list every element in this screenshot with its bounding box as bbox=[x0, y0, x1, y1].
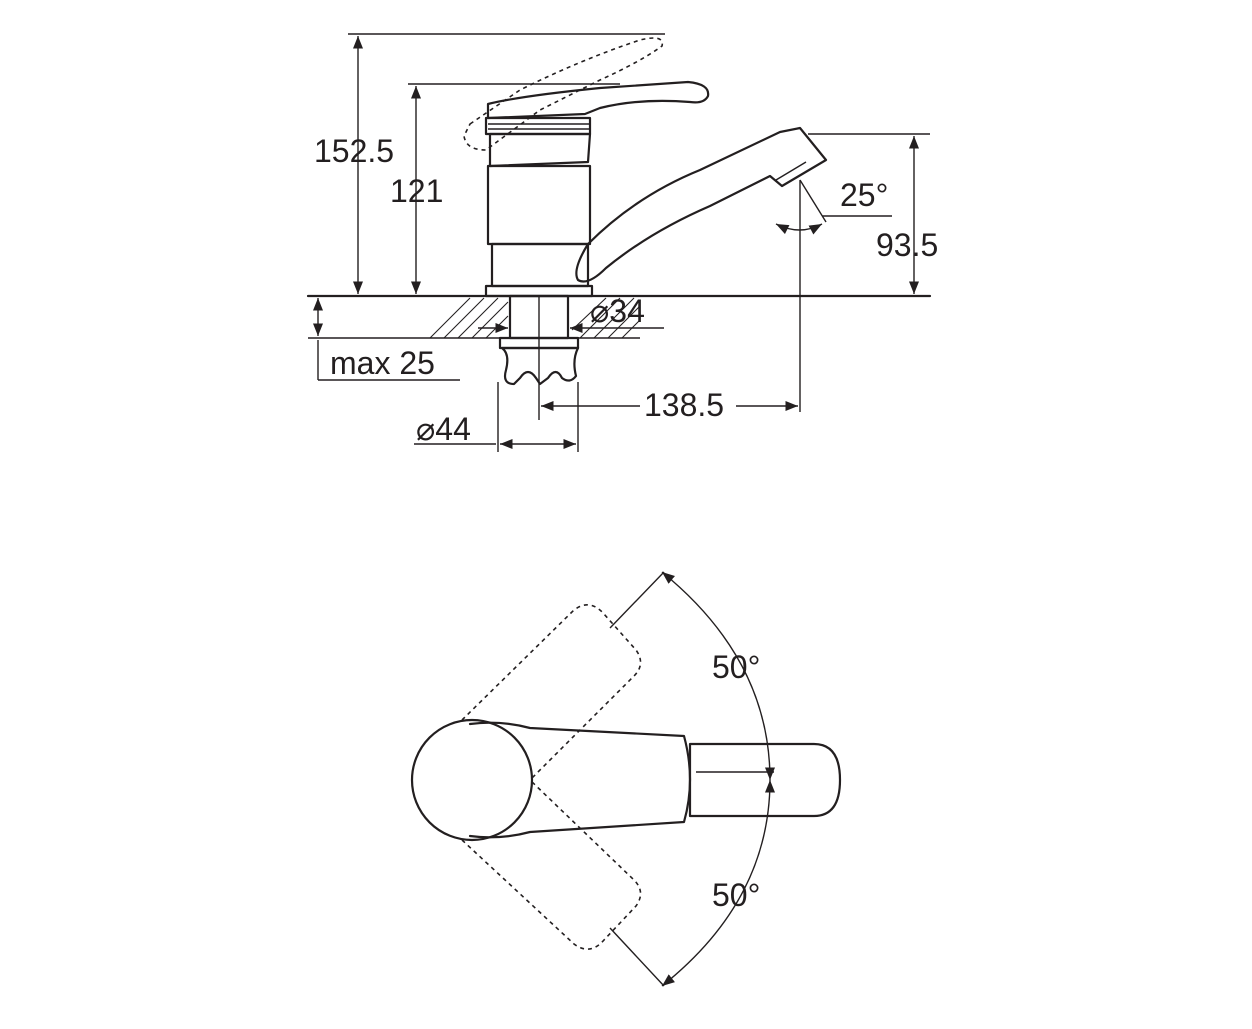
base-flange bbox=[484, 284, 594, 298]
side-view: 152.5 121 93.5 25° ⌀34 max 25 138.5 bbox=[306, 33, 938, 452]
handle-top-outline bbox=[468, 721, 692, 839]
countertop-hatching bbox=[429, 297, 641, 339]
spout-angle-label: 25° bbox=[840, 177, 888, 213]
counter-thickness-label: max 25 bbox=[330, 345, 435, 381]
mounting-nut bbox=[500, 346, 580, 386]
rotation-left-label: 50° bbox=[712, 649, 760, 685]
body-base bbox=[490, 242, 590, 288]
rotation-arc-left bbox=[661, 571, 776, 781]
nut-diameter-label: ⌀44 bbox=[416, 411, 471, 447]
handle-raised-outline bbox=[463, 37, 664, 151]
faucet-body bbox=[486, 164, 592, 246]
spout bbox=[575, 126, 828, 283]
top-view: 50° 50° bbox=[410, 571, 842, 987]
handle-lever bbox=[486, 80, 710, 120]
cartridge-cover bbox=[488, 132, 592, 168]
total-height-label: 152.5 bbox=[314, 133, 394, 169]
handle-base-circle bbox=[410, 718, 534, 842]
spout-height-label: 93.5 bbox=[876, 227, 938, 263]
spout-top-outline bbox=[688, 742, 842, 818]
spout-rotated-left-outline bbox=[461, 604, 642, 781]
rotation-right-label: 50° bbox=[712, 877, 760, 913]
rotation-arc-right bbox=[661, 779, 776, 987]
spout-reach-label: 138.5 bbox=[644, 387, 724, 423]
spout-rotated-right-outline bbox=[461, 779, 642, 950]
spout-angle-arc bbox=[775, 223, 823, 235]
mount-diameter-label: ⌀34 bbox=[590, 293, 645, 329]
handle-collar bbox=[484, 116, 592, 136]
body-height-label: 121 bbox=[390, 173, 443, 209]
